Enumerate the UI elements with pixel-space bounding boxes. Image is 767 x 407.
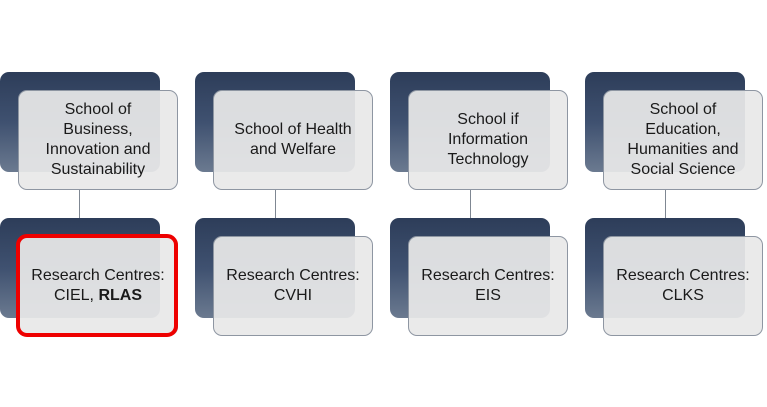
school-label-line: and Welfare <box>250 141 336 158</box>
centre-label: Research Centres: EIS <box>421 266 554 306</box>
centre-label: Research Centres: CLKS <box>616 266 749 306</box>
school-label: School of Education, Humanities and Soci… <box>627 100 738 180</box>
highlight-frame <box>16 234 178 337</box>
centre-heading: Research Centres: <box>226 267 360 284</box>
connector-line <box>665 190 666 234</box>
school-label-line: Business, <box>63 121 133 138</box>
centre-code-highlighted: RLAS <box>98 287 142 304</box>
school-label-line: School of <box>649 101 717 118</box>
school-label-line: School of Health <box>234 121 352 138</box>
school-box-education: School of Education, Humanities and Soci… <box>603 90 763 190</box>
centre-code: EIS <box>475 287 501 304</box>
connector-line <box>79 190 80 234</box>
centre-list: CIEL, RLAS <box>31 286 164 306</box>
school-label: School of Business, Innovation and Susta… <box>46 100 151 180</box>
school-label: School of Health and Welfare <box>234 120 351 160</box>
school-label-line: Humanities and <box>627 141 739 158</box>
school-label-line: Innovation and <box>45 141 151 158</box>
school-label-line: Education, <box>645 121 721 138</box>
school-label-line: Technology <box>447 151 529 168</box>
school-label: School if Information Technology <box>448 110 529 170</box>
centre-heading: Research Centres: <box>31 267 165 284</box>
school-box-it: School if Information Technology <box>408 90 568 190</box>
centre-box-it: Research Centres: EIS <box>408 236 568 336</box>
centre-heading: Research Centres: <box>616 267 750 284</box>
connector-line <box>470 190 471 234</box>
school-label-line: Sustainability <box>50 161 146 178</box>
connector-line <box>275 190 276 234</box>
school-label-line: School of <box>64 101 132 118</box>
centre-heading: Research Centres: <box>421 267 555 284</box>
centre-code: CVHI <box>273 287 313 304</box>
centre-code: CLKS <box>662 287 704 304</box>
centre-label: Research Centres: CIEL, RLAS <box>31 266 164 306</box>
centre-label: Research Centres: CVHI <box>226 266 359 306</box>
school-box-health: School of Health and Welfare <box>213 90 373 190</box>
school-label-line: Social Science <box>630 161 736 178</box>
centre-code: CIEL <box>53 287 90 304</box>
centre-separator: , <box>89 287 99 304</box>
school-label-line: School if <box>457 111 519 128</box>
centre-box-health: Research Centres: CVHI <box>213 236 373 336</box>
school-box-business: School of Business, Innovation and Susta… <box>18 90 178 190</box>
centre-box-education: Research Centres: CLKS <box>603 236 763 336</box>
school-label-line: Information <box>447 131 529 148</box>
